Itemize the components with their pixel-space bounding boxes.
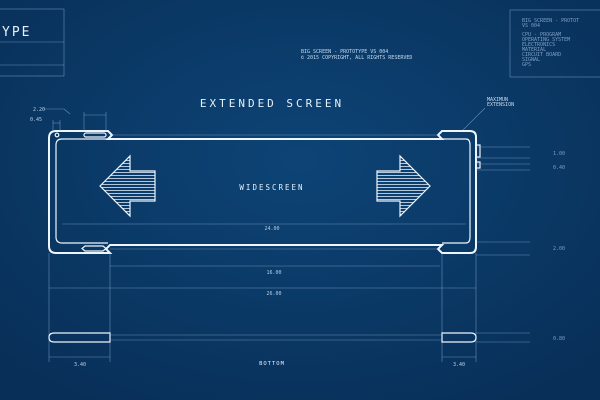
spec-line: BIG SCREEN - PROTOT [522, 18, 579, 24]
title-block-text: YPE [2, 25, 31, 40]
spec-line: SIGNAL [522, 57, 540, 63]
camera-icon [54, 132, 60, 138]
dimension-label: 0.80 [553, 336, 565, 342]
title-block: YPE [0, 8, 65, 77]
spec-line: CIRCUIT BOARD [522, 52, 561, 58]
max-extension-label: MAXIMUN [487, 97, 508, 103]
bottom-view-label: BOTTOM [259, 361, 285, 367]
dimension-lines [44, 108, 530, 362]
dimension-label: 3.40 [74, 362, 86, 368]
arrow-right-icon [376, 154, 431, 218]
drawing-title: EXTENDED SCREEN [200, 97, 344, 110]
max-extension-label: EXTENSION [487, 102, 514, 108]
dimension-label: 26.00 [266, 291, 281, 297]
device-front-view: WIDESCREEN [48, 130, 481, 254]
device-bottom-view [48, 332, 477, 343]
spec-line: MATERIAL [522, 47, 546, 53]
spec-line: GPS [522, 62, 531, 68]
dimension-label: 2.00 [553, 246, 565, 252]
home-button [81, 245, 107, 252]
dimension-label: 2.20 [33, 107, 45, 113]
dimension-label: 0.45 [30, 117, 42, 123]
arrow-left-icon [99, 154, 156, 218]
dimension-label: 24.00 [264, 226, 279, 232]
side-button [475, 161, 481, 169]
spec-line: VS 004 [522, 23, 540, 29]
side-button [475, 144, 481, 158]
header-line-1: BIG SCREEN - PROTOTYPE VS 004 [301, 49, 388, 55]
dimension-label: 16.00 [266, 270, 281, 276]
spec-line: ELECTRONICS [522, 42, 555, 48]
dimension-label: 0.40 [553, 165, 565, 171]
spec-line: CPU - PROGRAM [522, 32, 561, 38]
header-line-2: © 2015 COPYRIGHT, ALL RIGHTS RESERVED [301, 55, 412, 61]
screen-label: WIDESCREEN [239, 183, 304, 192]
spec-panel: BIG SCREEN - PROTOT VS 004 CPU - PROGRAM… [509, 9, 600, 78]
dimension-label: 1.00 [553, 151, 565, 157]
speaker-grille [83, 132, 107, 138]
spec-line: OPERATING SYSTEM [522, 37, 570, 43]
dimension-label: 3.40 [453, 362, 465, 368]
